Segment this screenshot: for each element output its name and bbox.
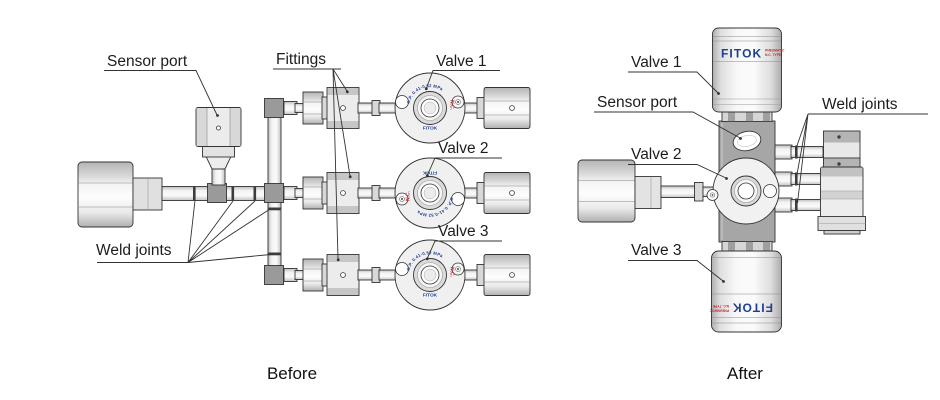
valve-3-label: Valve 3: [438, 223, 489, 240]
before-labels: Sensor port Fittings Valve 1 Valve 2: [96, 51, 502, 263]
weld-stub-1: [774, 144, 824, 160]
valve-1-label: Valve 1: [436, 53, 487, 70]
elbow-top: [264, 98, 284, 118]
leader-dot: [739, 137, 742, 140]
valve-2-label: Valve 2: [438, 140, 489, 157]
weld-joint-tick: [268, 207, 281, 211]
leader-dot: [424, 87, 428, 91]
manifold-pipes: [161, 98, 284, 285]
valve-3-label: Valve 3: [631, 242, 682, 259]
weld-joints-callout: Weld joints: [795, 96, 928, 204]
inlet-nut: [77, 161, 163, 228]
leader-dot: [345, 90, 349, 94]
leader-dot: [717, 92, 720, 95]
before-caption: Before: [267, 364, 317, 383]
leader-dot: [725, 177, 728, 180]
sensor-port-label: Sensor port: [107, 53, 188, 70]
leader-dot: [425, 257, 429, 261]
leader-line: [795, 113, 928, 204]
weld-joints-label: Weld joints: [822, 96, 898, 113]
fittings-callout: Fittings: [273, 51, 352, 262]
sensor-port-callout: Sensor port: [104, 53, 219, 117]
valve-2-callout: Valve 2: [425, 140, 502, 178]
sensor-port-label: Sensor port: [597, 94, 678, 111]
weld-stub-3: [774, 197, 824, 213]
valve-3-actuator: [708, 241, 782, 333]
valve-3-callout: Valve 3: [628, 242, 725, 283]
sensor-port-callout: Sensor port: [594, 94, 742, 140]
valve-1-callout: Valve 1: [424, 53, 500, 91]
weld-joint-tick: [231, 186, 235, 201]
elbow-bottom: [264, 265, 284, 285]
valve-1-actuator: [712, 27, 786, 122]
leader-line: [628, 71, 719, 94]
leader-line: [594, 111, 741, 139]
after-labels: Valve 1 Sensor port Valve 2 Weld joints …: [594, 54, 928, 283]
after-assembly: Valve 1 Sensor port Valve 2 Weld joints …: [577, 27, 928, 383]
leader-line: [426, 70, 500, 89]
leader-line: [427, 157, 502, 176]
sensor-port-component: [195, 107, 242, 186]
leader-dot: [348, 175, 352, 179]
inlet-connection: [577, 159, 718, 223]
fittings-label: Fittings: [276, 51, 326, 68]
valve-2-callout: Valve 2: [628, 146, 728, 180]
weld-joints-callout: Weld joints: [96, 200, 271, 263]
weld-joint-tick: [268, 252, 281, 256]
leader-line: [104, 70, 218, 116]
leader-line: [273, 68, 351, 260]
weld-joint-tick: [193, 186, 196, 201]
valve-1-callout: Valve 1: [628, 54, 720, 95]
valve-1-label: Valve 1: [631, 54, 682, 71]
leader-dot: [425, 174, 429, 178]
after-caption: After: [727, 364, 763, 383]
leader-dot: [336, 258, 340, 262]
leader-line: [97, 200, 271, 263]
before-assembly: Sensor port Fittings Valve 1 Valve 2: [77, 51, 531, 383]
weld-joints-label: Weld joints: [96, 242, 172, 259]
valve-2-body: [706, 157, 780, 225]
valve-3-callout: Valve 3: [425, 223, 502, 261]
weld-joint-tick: [253, 186, 257, 201]
valve-2-label: Valve 2: [631, 146, 682, 163]
leader-dot: [216, 114, 219, 117]
sensor-port-opening: [732, 130, 762, 152]
weld-stub-2: [774, 171, 824, 187]
leader-line: [628, 260, 724, 282]
valve-3-face: [394, 239, 466, 311]
valve-1-face: [394, 72, 466, 144]
outlet-nut-stack: [817, 130, 866, 235]
cross-fitting: [264, 183, 284, 203]
leader-dot: [722, 280, 725, 283]
leader-line: [628, 164, 727, 179]
leader-line: [427, 240, 502, 259]
tee-fitting: [207, 183, 227, 203]
